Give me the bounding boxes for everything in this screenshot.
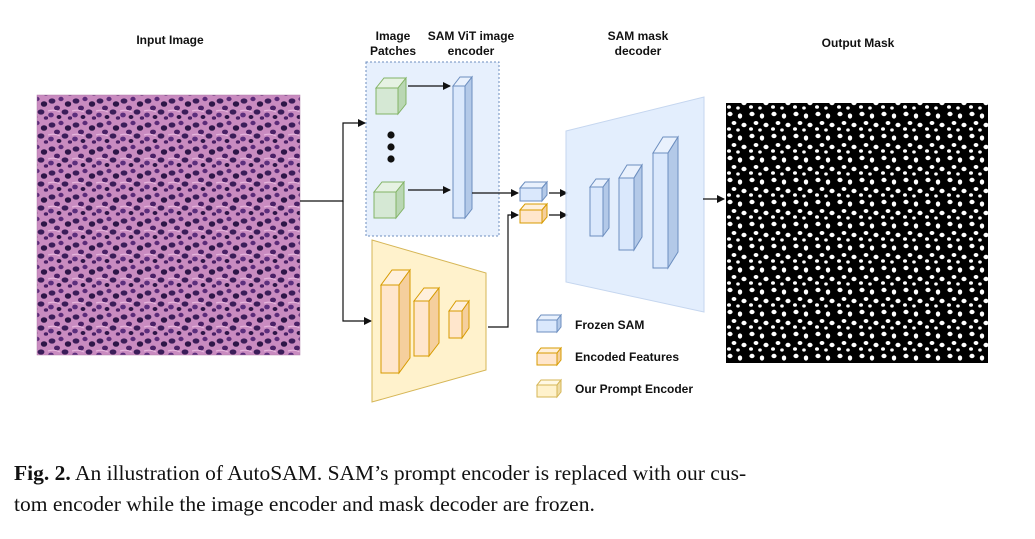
legend-swatch-encoded-features xyxy=(535,346,563,367)
feature-connectors xyxy=(472,189,519,328)
caption-line-2: tom encoder while the image encoder and … xyxy=(14,492,595,516)
caption-line-1: Fig. 2. An illustration of AutoSAM. SAM’… xyxy=(14,458,1014,489)
decoder-input-arrows xyxy=(549,189,568,219)
legend-label-prompt-encoder: Our Prompt Encoder xyxy=(575,382,693,396)
legend: Frozen SAM Encoded Features Our Prompt E… xyxy=(535,313,693,399)
branch-connector xyxy=(300,119,372,325)
input-image-label: Input Image xyxy=(136,33,204,47)
legend-label-frozen-sam: Frozen SAM xyxy=(575,318,644,332)
image-patch-top xyxy=(374,76,408,116)
caption-line-1-text: An illustration of AutoSAM. SAM’s prompt… xyxy=(74,461,747,485)
legend-swatch-frozen-sam xyxy=(535,313,563,334)
mask-decoder-label-1: SAM mask xyxy=(608,29,669,43)
sam-vit-label-2: encoder xyxy=(448,44,495,58)
output-mask-image xyxy=(726,103,988,363)
image-patches-label-2: Patches xyxy=(370,44,416,58)
vit-encoder-block xyxy=(451,75,474,220)
patch-arrows xyxy=(408,82,451,194)
image-patch-bottom xyxy=(372,180,406,220)
patch-ellipsis xyxy=(387,131,395,163)
mask-decoder-label-2: decoder xyxy=(615,44,662,58)
caption-prefix: Fig. 2. xyxy=(14,461,71,485)
input-image xyxy=(36,94,301,356)
prompt-encoder xyxy=(371,239,487,403)
legend-swatch-prompt-encoder xyxy=(535,378,563,399)
autosam-diagram: Input Image Image Patches SAM ViT image … xyxy=(36,29,988,403)
mask-decoder xyxy=(565,96,705,313)
image-embedding-cube xyxy=(518,180,549,203)
prompt-embedding-cube xyxy=(518,202,549,225)
sam-vit-label-1: SAM ViT image xyxy=(428,29,515,43)
legend-label-encoded-features: Encoded Features xyxy=(575,350,679,364)
image-patches-label-1: Image xyxy=(376,29,411,43)
figure-caption: Fig. 2. An illustration of AutoSAM. SAM’… xyxy=(14,458,1014,520)
output-mask-label: Output Mask xyxy=(822,36,895,50)
